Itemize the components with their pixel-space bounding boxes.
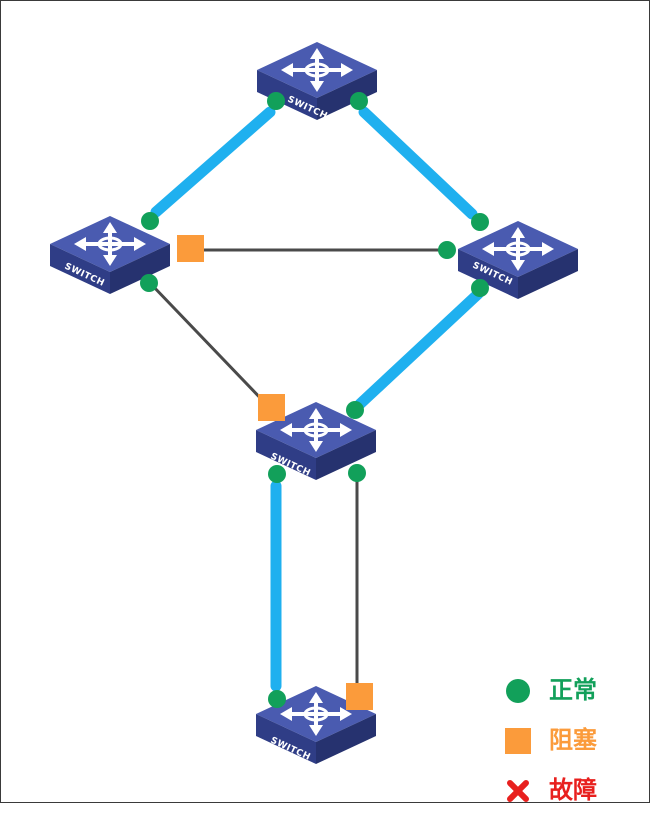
port-blocked-marker [258, 394, 285, 421]
legend-fault-label: 故障 [549, 776, 597, 804]
legend-blocked-label: 阻塞 [549, 726, 597, 754]
blocked-square-icon [505, 728, 531, 754]
port-blocked-marker [346, 683, 373, 710]
fault-cross-icon [507, 780, 529, 802]
legend-normal: 正常 [505, 672, 645, 722]
normal-circle-icon [506, 679, 530, 703]
diagram-frame [0, 0, 650, 803]
link-left-center [148, 281, 270, 408]
links [148, 106, 484, 694]
legend: 正常 阻塞 故障 [505, 672, 645, 822]
port-normal-marker [141, 212, 159, 230]
port-normal-marker [350, 92, 368, 110]
legend-fault: 故障 [505, 772, 645, 822]
link-top-left [150, 106, 276, 218]
link-top-right [358, 106, 478, 220]
port-normal-marker [140, 274, 158, 292]
legend-normal-label: 正常 [549, 676, 597, 704]
port-markers [140, 92, 489, 710]
legend-blocked: 阻塞 [505, 722, 645, 772]
port-normal-marker [471, 213, 489, 231]
port-normal-marker [268, 690, 286, 708]
port-blocked-marker [177, 235, 204, 262]
port-normal-marker [471, 279, 489, 297]
port-normal-marker [346, 401, 364, 419]
port-normal-marker [348, 464, 366, 482]
network-topology: SWITCH SWITCH SWITCH SWITCH SWITCH [48, 40, 580, 766]
port-normal-marker [438, 241, 456, 259]
port-normal-marker [268, 465, 286, 483]
link-right-center [354, 288, 484, 410]
port-normal-marker [267, 92, 285, 110]
